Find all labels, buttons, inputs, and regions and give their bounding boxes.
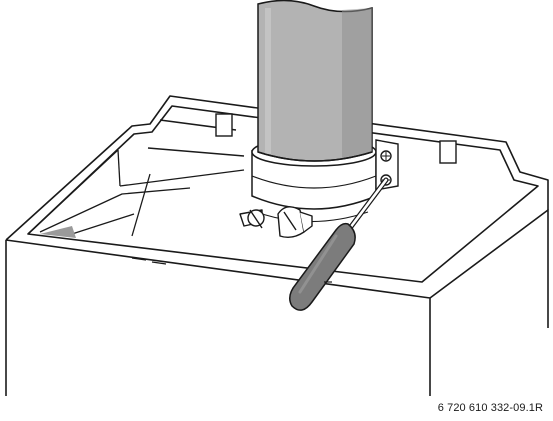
- vent-openings: [215, 113, 457, 164]
- tray-shadow: [40, 226, 76, 238]
- right-vent-opening: [439, 140, 457, 164]
- clamp-bracket: [375, 139, 399, 191]
- left-tray: [27, 149, 245, 237]
- figure-reference-code: 6 720 610 332-09.1R: [437, 402, 543, 414]
- top-plate-details: [131, 257, 332, 283]
- valve-fittings: [239, 206, 313, 239]
- boiler-housing: [5, 95, 549, 396]
- flue-pipe: [257, 0, 373, 162]
- screwdriver: [289, 177, 389, 311]
- left-vent-opening: [215, 113, 233, 137]
